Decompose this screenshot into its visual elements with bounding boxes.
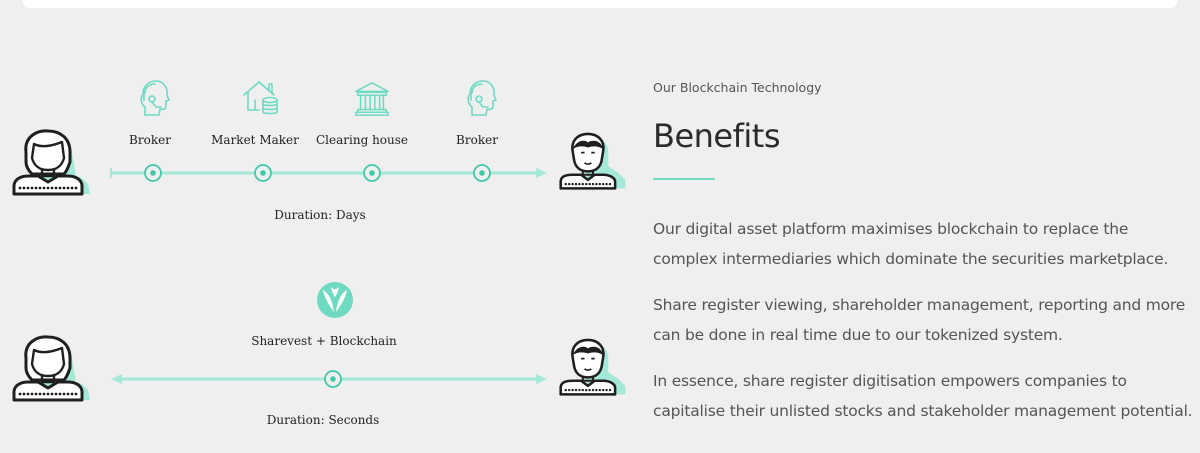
node-label-broker-2: Broker [456,133,498,147]
headset-person-icon [467,80,497,116]
benefit-paragraph: Our digital asset platform maximises blo… [653,220,1169,268]
bank-building-icon [355,82,389,116]
investor-man-icon [559,132,627,190]
investor-woman-icon [12,334,92,402]
sharevest-logo-icon [317,282,353,318]
traditional-timeline [110,168,547,178]
duration-days-label: Duration: Days [274,208,366,222]
section-title: Benefits [653,117,780,155]
node-label-sharevest: Sharevest + Blockchain [251,334,397,348]
investor-man-icon [559,338,627,396]
investor-woman-icon [12,128,92,196]
timeline-node-broker-2 [473,164,491,182]
benefit-paragraph: Share register viewing, shareholder mana… [653,296,1186,344]
title-underline [653,178,715,180]
house-coins-icon [243,81,278,115]
timeline-node-market-maker [254,164,272,182]
node-label-broker: Broker [129,133,171,147]
duration-seconds-label: Duration: Seconds [266,413,380,427]
headset-person-icon [140,80,170,116]
process-comparison-diagram: Broker Market Maker Clearing house Broke… [12,80,627,427]
top-card [22,0,1178,8]
timeline-node-broker [144,164,162,182]
node-label-clearing-house: Clearing house [315,133,409,147]
benefit-paragraph: In essence, share register digitisation … [653,372,1193,420]
timeline-node-clearing-house [363,164,381,182]
timeline-node-sharevest [324,370,342,388]
section-eyebrow: Our Blockchain Technology [653,80,822,95]
node-label-market-maker: Market Maker [211,133,299,147]
